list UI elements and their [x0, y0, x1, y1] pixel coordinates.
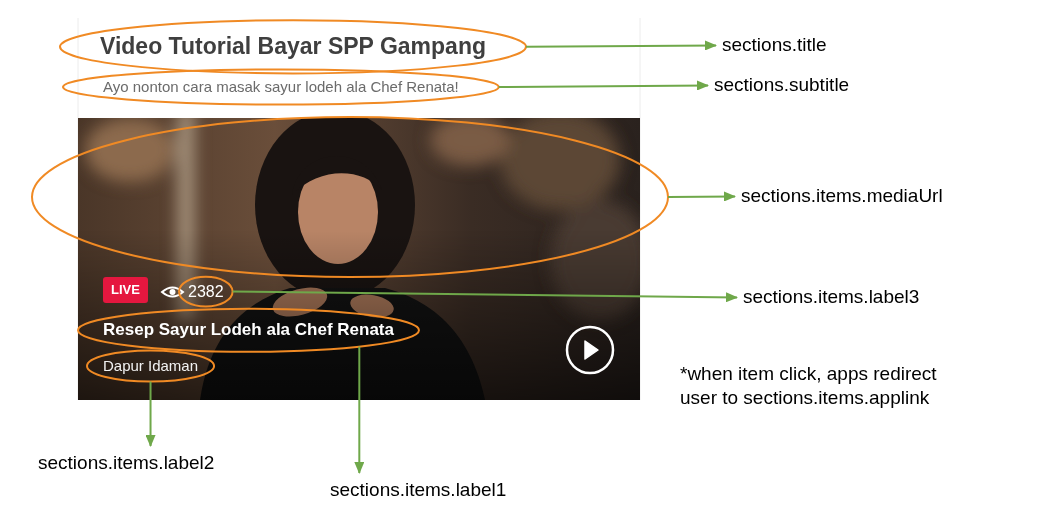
highlight-ellipse [63, 69, 499, 104]
annotation-label: sections.items.label1 [330, 479, 506, 502]
annotation-label: sections.items.mediaUrl [741, 185, 943, 208]
badge-text: LIVE [111, 282, 140, 298]
annotation-label: sections.title [722, 34, 827, 57]
highlight-ellipse [60, 20, 526, 73]
annotation-note: *when item click, apps redirect user to … [680, 362, 960, 410]
leader-arrow [526, 45, 716, 46]
channel-name: Dapur Idaman [103, 357, 198, 375]
view-count: 2382 [188, 282, 224, 301]
play-button [567, 327, 613, 373]
leader-arrow [358, 347, 360, 473]
highlight-ellipse [179, 277, 233, 307]
leader-arrow [150, 382, 152, 446]
highlight-ellipse [87, 350, 214, 381]
leader-arrow [499, 85, 708, 87]
highlight-ellipse [32, 117, 668, 277]
annotation-label: sections.subtitle [714, 74, 849, 97]
leader-arrow [668, 195, 735, 198]
annotation-label: sections.items.label3 [743, 286, 919, 309]
annotation-label: sections.items.label2 [38, 452, 214, 475]
card-title: Video Tutorial Bayar SPP Gampang [100, 33, 486, 61]
card-subtitle: Ayo nonton cara masak sayur lodeh ala Ch… [103, 78, 459, 96]
live-badge: LIVE [103, 277, 148, 303]
video-title: Resep Sayur Lodeh ala Chef Renata [103, 320, 394, 340]
highlight-ellipse [78, 309, 419, 352]
leader-arrow [233, 292, 737, 298]
